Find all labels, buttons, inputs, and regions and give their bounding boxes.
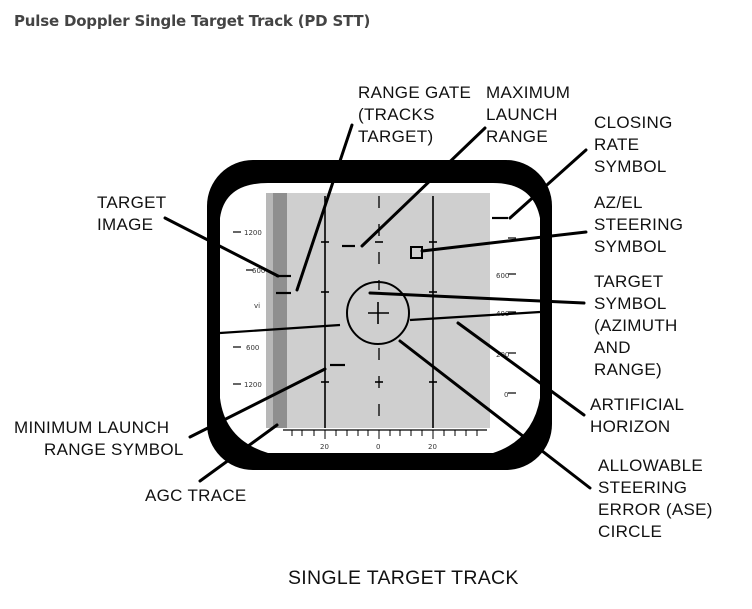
callout-ase-circle: ALLOWABLE STEERING ERROR (ASE) CIRCLE xyxy=(598,456,713,541)
callout-line: MAXIMUM xyxy=(486,83,570,102)
callout-target-image: TARGET IMAGE xyxy=(97,193,167,234)
display-symbology xyxy=(219,216,541,367)
bottom-scale-label: 20 xyxy=(428,443,437,451)
callout-line: HORIZON xyxy=(590,417,670,436)
callout-line: AGC TRACE xyxy=(145,486,247,505)
callout-artificial-horizon: ARTIFICIAL HORIZON xyxy=(590,395,684,436)
callout-line: RANGE xyxy=(486,127,548,146)
callout-range-gate: RANGE GATE (TRACKS TARGET) xyxy=(358,83,471,146)
callout-line: RANGE) xyxy=(594,360,662,379)
callout-line: TARGET xyxy=(594,272,664,291)
callout-line: SYMBOL xyxy=(594,157,667,176)
callout-line: ARTIFICIAL xyxy=(590,395,684,414)
callout-max-launch-range: MAXIMUM LAUNCH RANGE xyxy=(486,83,570,146)
callout-line: STEERING xyxy=(598,478,687,497)
callout-line: STEERING xyxy=(594,215,683,234)
az-el-steering-box xyxy=(410,246,423,259)
callout-line: IMAGE xyxy=(97,215,153,234)
left-scale-label: vi xyxy=(254,302,260,310)
callout-line: ALLOWABLE xyxy=(598,456,703,475)
callout-line: TARGET xyxy=(97,193,167,212)
callout-line: RANGE GATE xyxy=(358,83,471,102)
callout-line: RATE xyxy=(594,135,639,154)
left-scale-label: 600 xyxy=(246,344,259,352)
callout-line: MINIMUM LAUNCH xyxy=(14,418,169,437)
left-scale-label: 1200 xyxy=(244,229,262,237)
callout-line: ERROR (ASE) xyxy=(598,500,713,519)
left-scale-label: 600 xyxy=(252,267,265,275)
callout-line: (AZIMUTH xyxy=(594,316,678,335)
diagram-caption: SINGLE TARGET TRACK xyxy=(288,567,519,589)
callout-line: AND xyxy=(594,338,631,357)
callout-line: LAUNCH xyxy=(486,105,558,124)
callout-line: TARGET) xyxy=(358,127,433,146)
callout-line: AZ/EL xyxy=(594,193,643,212)
callout-line: CLOSING xyxy=(594,113,673,132)
left-range-scale: 1200 600 vi 600 1200 xyxy=(233,229,265,389)
callout-az-el-steering-symbol: AZ/EL STEERING SYMBOL xyxy=(594,193,683,256)
ase-circle xyxy=(346,281,410,345)
callout-line: SYMBOL xyxy=(594,294,667,313)
left-scale-label: 1200 xyxy=(244,381,262,389)
bottom-scale-label: 0 xyxy=(376,443,380,451)
callout-target-symbol: TARGET SYMBOL (AZIMUTH AND RANGE) xyxy=(594,272,678,379)
callout-min-launch-range-symbol: MINIMUM LAUNCH RANGE SYMBOL xyxy=(14,418,184,459)
artificial-horizon-line xyxy=(409,310,541,322)
radar-scope xyxy=(266,193,490,428)
callout-closing-rate-symbol: CLOSING RATE SYMBOL xyxy=(594,113,673,176)
leader-lines xyxy=(163,123,592,490)
callout-line: SYMBOL xyxy=(594,237,667,256)
page-title: Pulse Doppler Single Target Track (PD ST… xyxy=(14,12,371,30)
artificial-horizon-line xyxy=(219,323,341,335)
right-scale-label: 0 xyxy=(504,391,508,399)
bottom-azimuth-scale: 20 0 20 xyxy=(283,429,487,451)
callout-line: RANGE SYMBOL xyxy=(44,440,184,459)
right-scale-label: 600 xyxy=(496,272,509,280)
bottom-scale-label: 20 xyxy=(320,443,329,451)
callout-line: (TRACKS xyxy=(358,105,435,124)
callout-agc-trace: AGC TRACE xyxy=(145,486,247,505)
callout-line: CIRCLE xyxy=(598,522,662,541)
